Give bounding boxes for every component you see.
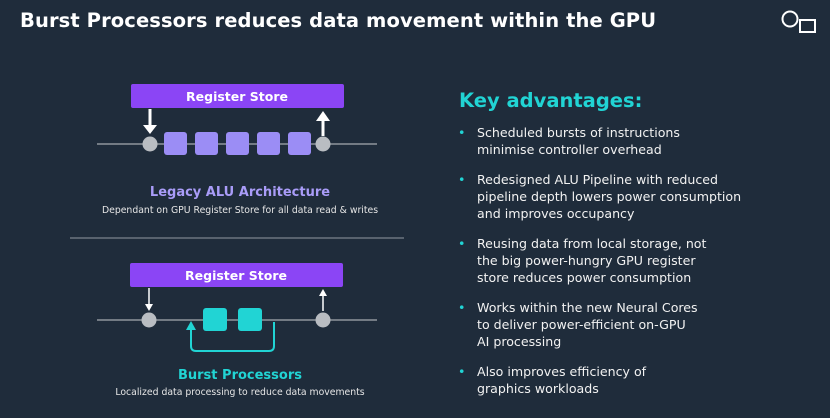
burst-write-node bbox=[315, 312, 331, 328]
advantage-line: graphics workloads bbox=[477, 381, 599, 396]
bullet-icon: • bbox=[458, 364, 466, 379]
burst-read-node bbox=[141, 312, 157, 328]
advantage-line: the big power-hungry GPU register bbox=[477, 253, 696, 268]
legacy-alu-5 bbox=[288, 132, 311, 155]
advantage-line: Scheduled bursts of instructions bbox=[477, 125, 680, 140]
legacy-caption-title: Legacy ALU Architecture bbox=[149, 185, 331, 200]
advantage-line: to deliver power-efficient on-GPU bbox=[477, 317, 686, 332]
legacy-alu-1 bbox=[164, 132, 187, 155]
burst-caption-subtitle: Localized data processing to reduce data… bbox=[115, 387, 365, 398]
list-item: • Redesigned ALU Pipeline with reduced p… bbox=[458, 171, 818, 222]
legacy-write-node bbox=[315, 136, 331, 152]
legacy-register-store-label: Register Store bbox=[186, 89, 288, 104]
list-item: • Scheduled bursts of instructions minim… bbox=[458, 124, 818, 158]
imagination-logo-icon bbox=[781, 10, 816, 33]
legacy-read-arrowhead bbox=[143, 125, 157, 134]
architecture-diagram: Register Store Register Store bbox=[70, 84, 404, 352]
burst-alu-2 bbox=[238, 308, 262, 331]
advantage-line: Works within the new Neural Cores bbox=[477, 300, 698, 315]
list-item: • Works within the new Neural Cores to d… bbox=[458, 299, 818, 350]
legacy-write-arrowhead bbox=[316, 111, 330, 121]
advantages-list: • Scheduled bursts of instructions minim… bbox=[458, 124, 818, 410]
burst-register-store-label: Register Store bbox=[185, 268, 287, 283]
legacy-register-store-bar bbox=[131, 84, 344, 108]
burst-processor-diagram: Register Store bbox=[97, 263, 377, 352]
advantage-line: minimise controller overhead bbox=[477, 142, 662, 157]
burst-loopback-arrowhead bbox=[186, 321, 196, 330]
legacy-read-node bbox=[142, 136, 158, 152]
key-advantages-heading: Key advantages: bbox=[459, 89, 643, 112]
legacy-alu-2 bbox=[195, 132, 218, 155]
burst-register-store-bar bbox=[130, 263, 343, 287]
burst-loopback-arrow bbox=[190, 322, 275, 352]
advantage-line: Redesigned ALU Pipeline with reduced bbox=[477, 172, 718, 187]
advantage-line: and improves occupancy bbox=[477, 206, 635, 221]
advantage-line: Also improves efficiency of bbox=[477, 364, 647, 379]
advantage-line: pipeline depth lowers power consumption bbox=[477, 189, 742, 204]
advantage-line: store reduces power consumption bbox=[477, 270, 692, 285]
bullet-icon: • bbox=[458, 236, 466, 251]
legacy-alu-diagram: Register Store bbox=[97, 84, 377, 155]
burst-write-arrowhead bbox=[319, 289, 327, 296]
bullet-icon: • bbox=[458, 125, 466, 140]
list-item: • Reusing data from local storage, not t… bbox=[458, 235, 818, 286]
legacy-caption-subtitle: Dependant on GPU Register Store for all … bbox=[101, 205, 379, 216]
burst-alu-1 bbox=[203, 308, 227, 331]
burst-caption-title: Burst Processors bbox=[177, 368, 302, 383]
list-item: • Also improves efficiency of graphics w… bbox=[458, 363, 818, 397]
page-title: Burst Processors reduces data movement w… bbox=[20, 9, 657, 32]
bullet-icon: • bbox=[458, 300, 466, 315]
legacy-alu-4 bbox=[257, 132, 280, 155]
bullet-icon: • bbox=[458, 172, 466, 187]
advantage-line: AI processing bbox=[477, 334, 562, 349]
burst-read-arrowhead bbox=[145, 304, 153, 311]
advantage-line: Reusing data from local storage, not bbox=[477, 236, 707, 251]
legacy-alu-3 bbox=[226, 132, 249, 155]
